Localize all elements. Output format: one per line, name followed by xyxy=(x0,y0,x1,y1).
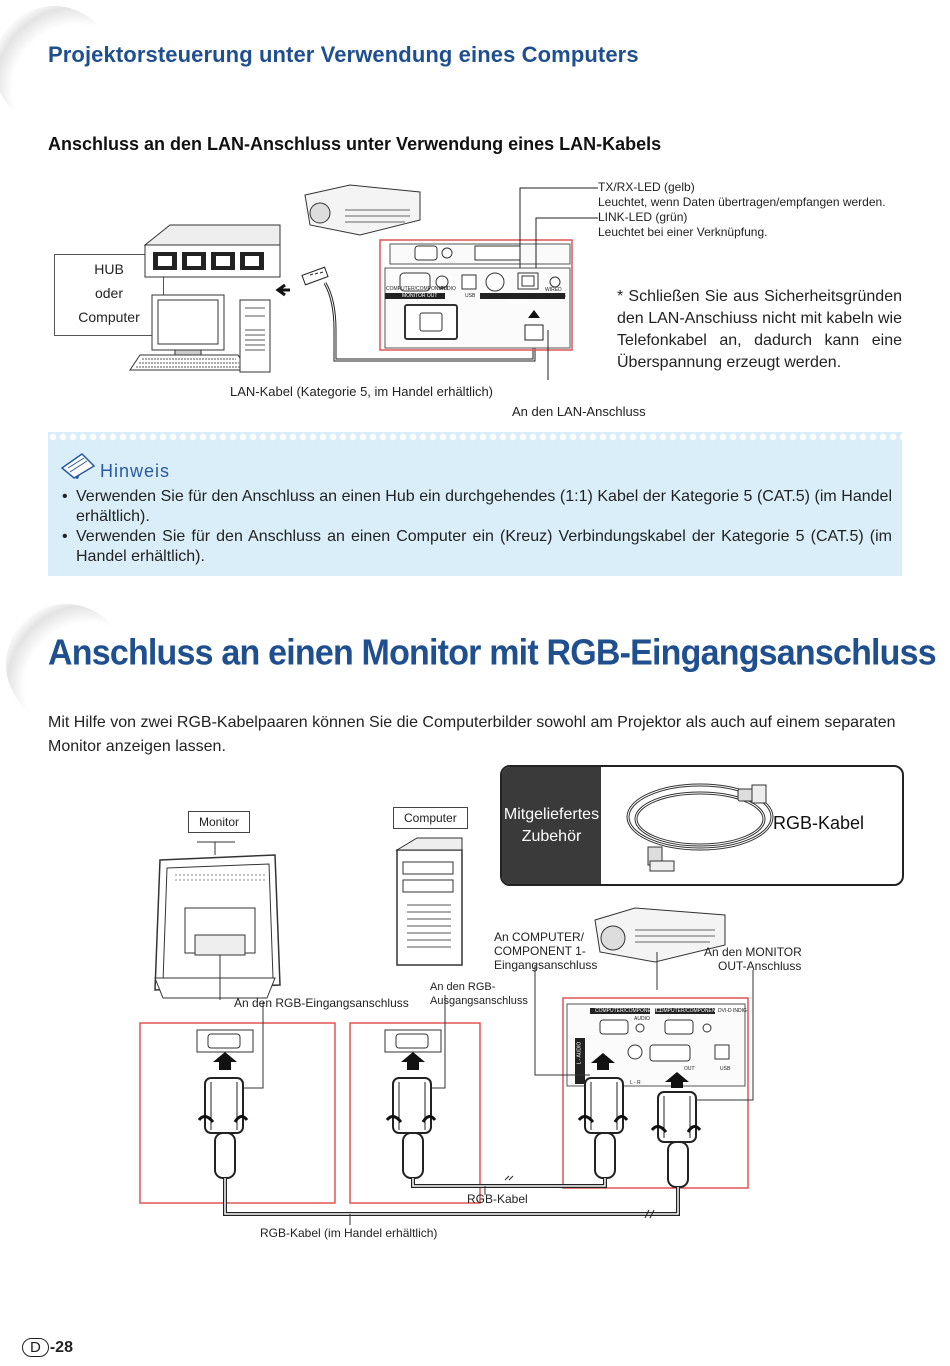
monitor-tag: Monitor xyxy=(188,811,251,833)
computer-device xyxy=(129,294,271,373)
rgb-in-label: An den RGB-Eingangsanschluss xyxy=(234,996,409,1010)
hub-or-computer-box: HUB oder Computer xyxy=(54,254,164,336)
panel-label-audio: AUDIO xyxy=(440,286,456,292)
panel-label-rs232c: RS-232C xyxy=(487,293,508,299)
page-number: -28 xyxy=(49,1339,73,1356)
hub-line-1: HUB xyxy=(94,261,124,277)
corner-decoration-top xyxy=(0,6,114,126)
panel-label-computer-component-2: COMPUTER/COMPONENT 2 xyxy=(656,1008,723,1014)
corner-decoration-middle xyxy=(6,604,126,724)
panel-label-vertical: L - AUDIO xyxy=(576,1041,583,1065)
hinweis-title: Hinweis xyxy=(100,461,171,481)
page-footer: D-28 xyxy=(22,1338,73,1357)
rgb-cable-commercial-label: RGB-Kabel (im Handel erhältlich) xyxy=(260,1226,438,1240)
txrx-led-desc: Leuchtet, wenn Daten übertragen/empfange… xyxy=(598,195,886,209)
panel-label-control: CONTROL xyxy=(505,300,530,306)
safety-note: * Schließen Sie aus Sicherheitsgründen d… xyxy=(617,288,902,371)
pencil-note-icon xyxy=(60,453,96,479)
language-badge: D xyxy=(22,1338,49,1357)
hub-line-3: Computer xyxy=(78,309,140,325)
rgb-diagram-graphics xyxy=(139,837,754,1225)
lan-cable-label: LAN-Kabel (Kategorie 5, im Handel erhält… xyxy=(230,384,494,399)
accessory-label-line-2: Zubehör xyxy=(521,828,582,845)
computer-component-1-label-line-1: An COMPUTER/ xyxy=(494,930,585,944)
lan-diagram-graphics xyxy=(129,184,598,380)
monitor-out-label-line-2: OUT-Anschluss xyxy=(718,959,802,973)
projector-device xyxy=(594,907,726,963)
accessory-box: Mitgeliefertes Zubehör xyxy=(500,765,904,886)
link-led-title: LINK-LED (grün) xyxy=(598,210,688,224)
panel-label-monitor-out: MONITOR OUT xyxy=(402,293,438,299)
hinweis-list: Verwenden Sie für den Anschluss an einen… xyxy=(62,487,892,567)
panel-label-lr: L - R xyxy=(630,1080,641,1086)
intro-text: Mit Hilfe von zwei RGB-Kabelpaaren könne… xyxy=(48,714,896,755)
rgb-cable-icon xyxy=(626,783,774,872)
panel-label-usb: USB xyxy=(465,293,476,299)
panel-label-computer-component-1: COMPUTER/COMPONENT 1 xyxy=(595,1008,662,1014)
panel-label-usb: USB xyxy=(720,1066,731,1072)
section-subtitle: Anschluss an den LAN-Anschluss unter Ver… xyxy=(48,134,662,154)
accessory-label-line-1: Mitgeliefertes xyxy=(503,806,600,823)
panel-label-lan: LAN xyxy=(524,293,534,299)
panel-label-audio: AUDIO xyxy=(634,1016,650,1022)
txrx-led-title: TX/RX-LED (gelb) xyxy=(598,180,695,194)
monitor-red-frame xyxy=(139,1022,336,1204)
hinweis-item: Verwenden Sie für den Anschluss an einen… xyxy=(62,527,892,567)
computer-tower xyxy=(395,837,463,966)
hinweis-item: Verwenden Sie für den Anschluss an einen… xyxy=(62,487,892,527)
panel-label-computer-component: COMPUTER/COMPONENT xyxy=(386,286,449,292)
page-title: Anschluss an einen Monitor mit RGB-Einga… xyxy=(48,633,937,673)
accessory-label: Mitgeliefertes Zubehör xyxy=(502,767,601,884)
panel-label-out: OUT xyxy=(684,1066,695,1072)
computer-component-1-label-line-2: COMPONENT 1- xyxy=(494,944,586,958)
panel-red-frame xyxy=(379,239,573,351)
section-title: Projektorsteuerung unter Verwendung eine… xyxy=(48,42,639,67)
lan-plug-left-icon xyxy=(301,266,329,286)
accessory-name: RGB-Kabel xyxy=(773,813,865,833)
lan-port-label: An den LAN-Anschluss xyxy=(512,404,646,419)
panel-label-wired-remote: WIRED REMOTE xyxy=(545,287,567,299)
arrow-left-icon xyxy=(275,283,290,297)
link-led-desc: Leuchtet bei einer Verknüpfung. xyxy=(598,225,768,239)
hinweis-dot-border xyxy=(48,432,902,442)
panel-label-dvi-d: DVI-D INDIG xyxy=(718,1008,747,1014)
computer-red-frame xyxy=(349,1022,481,1204)
hub-device xyxy=(143,224,281,278)
projector-red-frame xyxy=(562,997,749,1189)
computer-tag: Computer xyxy=(393,807,468,829)
rgb-out-label-line-2: Ausgangsanschluss xyxy=(430,995,528,1007)
projector-device xyxy=(304,184,421,236)
monitor-device xyxy=(154,841,281,999)
rgb-out-label-line-1: An den RGB- xyxy=(430,981,496,993)
computer-component-1-label-line-3: Eingangsanschluss xyxy=(494,958,598,972)
hub-line-2: oder xyxy=(94,285,124,301)
rgb-cable-label: RGB-Kabel xyxy=(467,1192,528,1206)
monitor-out-label-line-1: An den MONITOR xyxy=(704,945,802,959)
